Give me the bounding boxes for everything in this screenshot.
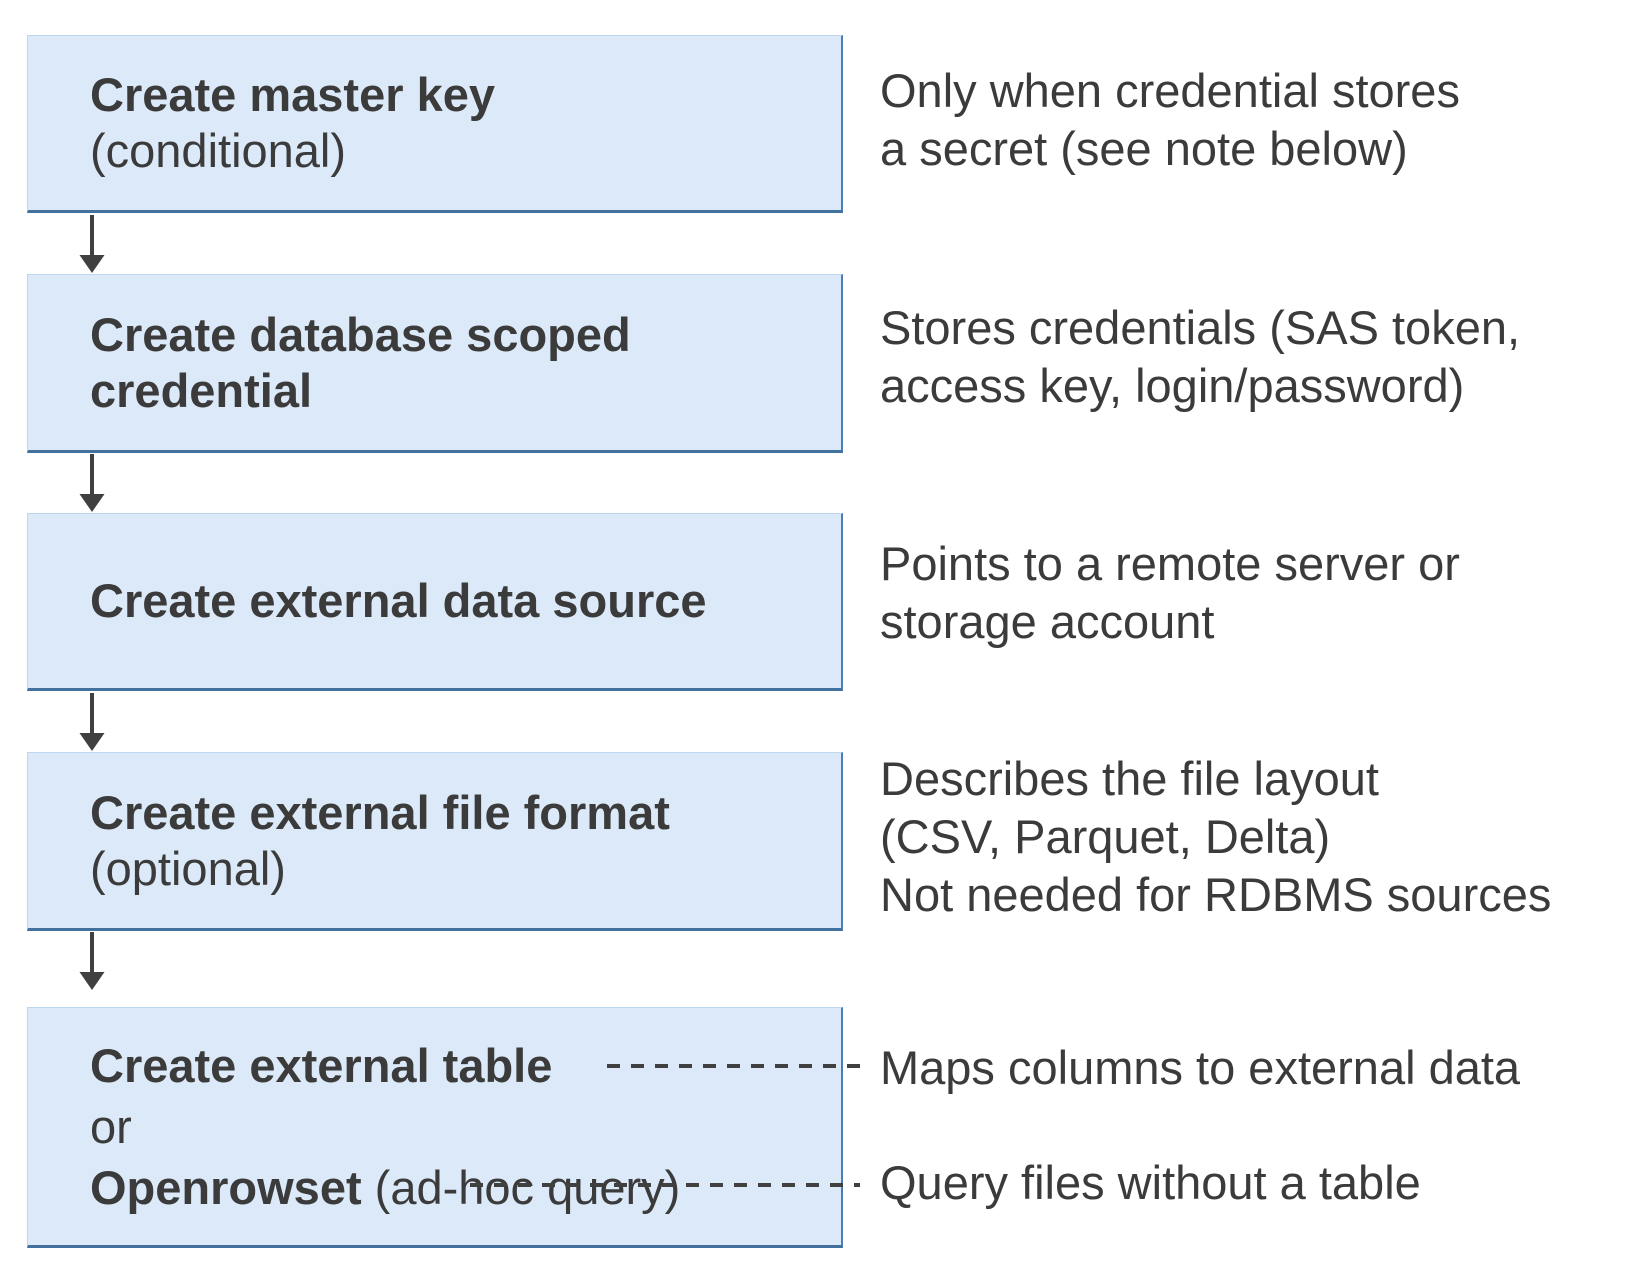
step-box-create-external-data-source: Create external data source xyxy=(27,513,843,691)
step-title: Create external file format xyxy=(90,785,670,839)
step-conjunction: or xyxy=(90,1100,132,1153)
step-box-create-external-file-format: Create external file format (optional) xyxy=(27,752,843,931)
down-arrow-icon xyxy=(78,693,106,751)
step-option-openrowset-suffix: (ad-hoc query) xyxy=(361,1161,681,1214)
step-title: Create master key xyxy=(90,68,495,121)
note-openrowset: Query files without a table xyxy=(880,1156,1421,1209)
step-box-create-external-table-or-openrowset: Create external table or Openrowset (ad-… xyxy=(27,1007,843,1248)
note-create-master-key: Only when credential stores a secret (se… xyxy=(880,64,1460,175)
step-option-openrowset: Openrowset (ad-hoc query) xyxy=(90,1161,681,1214)
note-external-table: Maps columns to external data xyxy=(880,1041,1521,1094)
dashed-connector-external-table xyxy=(607,1064,860,1068)
note-external-file-format: Describes the file layout (CSV, Parquet,… xyxy=(880,752,1552,921)
down-arrow-icon xyxy=(78,215,106,273)
dashed-connector-openrowset xyxy=(470,1183,860,1187)
step-title-line1: Create database scoped xyxy=(90,307,631,361)
step-box-create-master-key: Create master key (conditional) xyxy=(27,35,843,213)
note-external-data-source: Points to a remote server or storage acc… xyxy=(880,537,1460,648)
step-box-create-database-scoped-credential: Create database scoped credential xyxy=(27,274,843,453)
step-subtitle: (conditional) xyxy=(90,124,347,177)
down-arrow-icon xyxy=(78,932,106,990)
down-arrow-icon xyxy=(78,454,106,512)
step-option-external-table: Create external table xyxy=(90,1039,553,1092)
note-database-scoped-credential: Stores credentials (SAS token, access ke… xyxy=(880,301,1521,412)
step-title-line2: credential xyxy=(90,363,313,417)
step-title: Create external data source xyxy=(90,574,707,627)
step-subtitle: (optional) xyxy=(90,841,286,895)
